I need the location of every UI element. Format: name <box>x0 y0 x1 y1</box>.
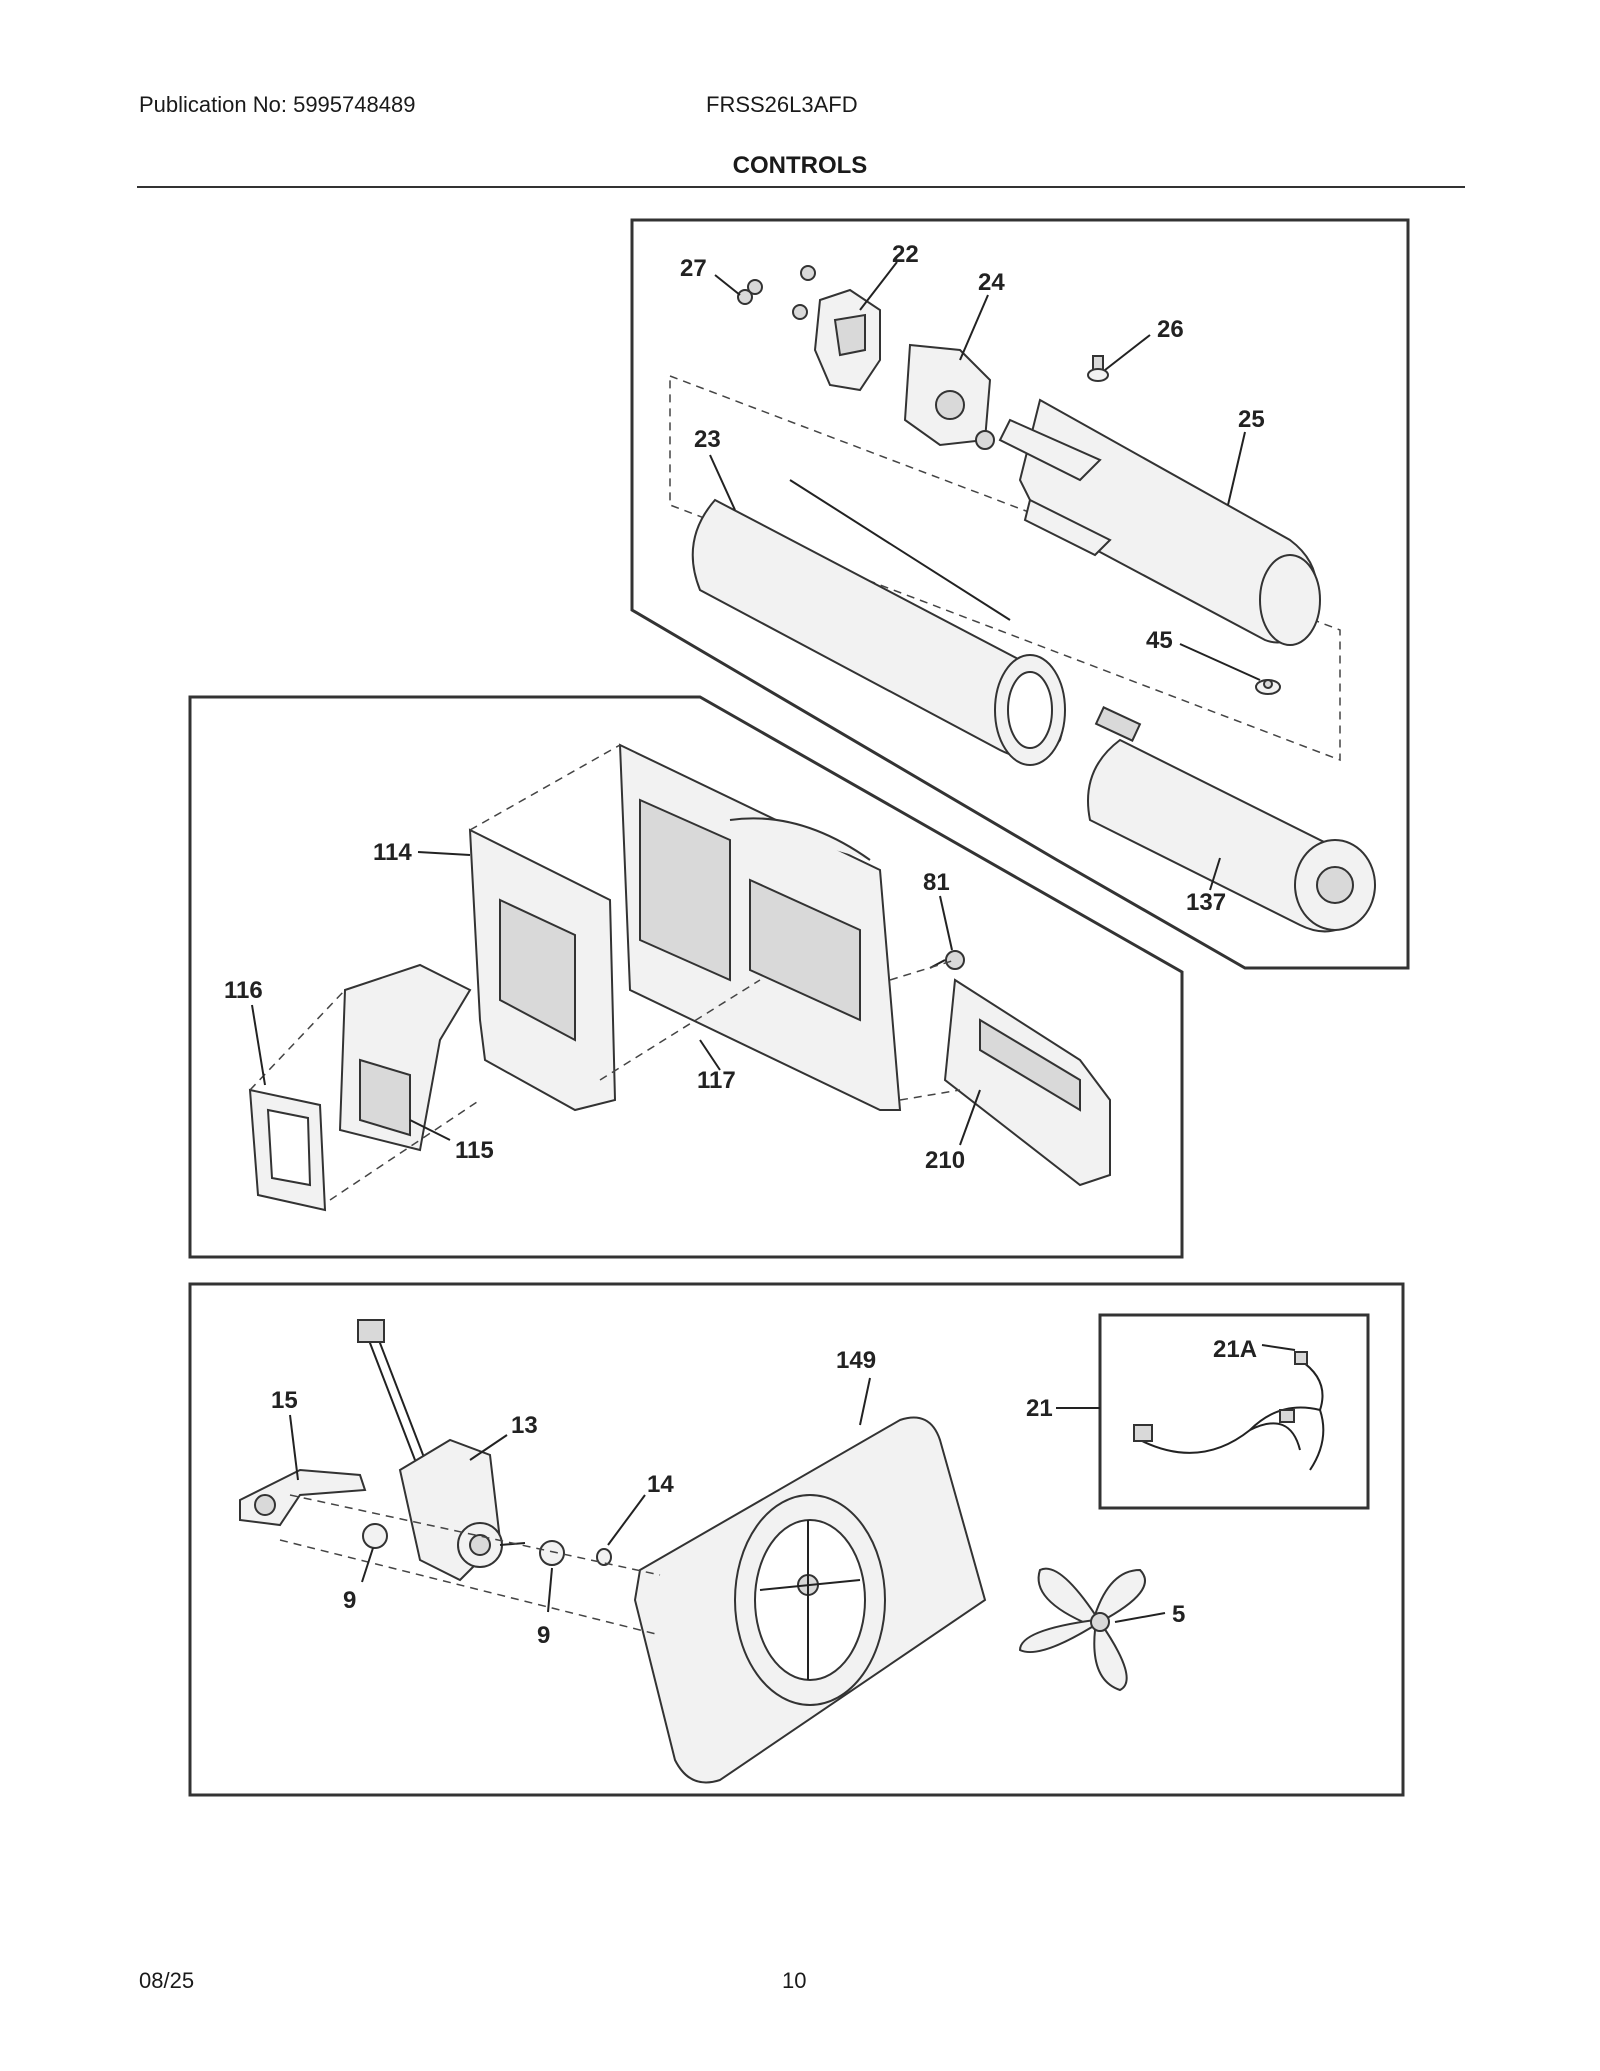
callout-27: 27 <box>680 255 707 282</box>
wire-harness-part <box>1133 1351 1325 1471</box>
callout-26: 26 <box>1157 316 1184 343</box>
panel-housing-guides <box>249 744 961 1201</box>
panel-fan-leaders <box>289 1344 1296 1623</box>
callout-24: 24 <box>978 269 1005 296</box>
filter-head-part <box>903 343 995 450</box>
callout-117: 117 <box>697 1067 736 1094</box>
panel-fan-guides <box>279 1494 661 1636</box>
bracket-part <box>813 288 881 392</box>
callout-15: 15 <box>271 1387 298 1414</box>
callout-137: 137 <box>1186 889 1226 916</box>
callout-45: 45 <box>1146 627 1173 654</box>
screws-part <box>737 265 816 320</box>
frame-part <box>468 828 617 1112</box>
filter-cover-part <box>998 398 1321 646</box>
panel-housing-frame <box>188 695 1184 1259</box>
callout-9-left: 9 <box>343 1587 356 1614</box>
mount-bracket-part <box>239 1468 367 1527</box>
water-filter-part <box>1087 706 1376 933</box>
gasket-part <box>248 1088 327 1212</box>
publication-number: Publication No: 5995748489 <box>139 92 416 117</box>
washer-part <box>1255 679 1281 695</box>
callout-21A: 21A <box>1213 1336 1257 1363</box>
drip-tray-part <box>943 978 1111 1187</box>
fan-blade-part <box>1018 1567 1146 1692</box>
filter-tube-part <box>691 479 1066 766</box>
footer-date: 08/25 <box>139 1968 195 1993</box>
panel-housing-leaders <box>251 851 981 1146</box>
screw-81-part <box>929 950 965 970</box>
fan-motor-part <box>357 1319 526 1582</box>
callout-23: 23 <box>694 426 721 453</box>
callout-9-right: 9 <box>537 1622 550 1649</box>
callout-25: 25 <box>1238 406 1265 433</box>
callout-22: 22 <box>892 241 919 268</box>
bushing-left-part <box>362 1523 388 1549</box>
header-rule <box>137 186 1465 188</box>
callout-14: 14 <box>647 1471 674 1498</box>
clip-ring-part <box>596 1548 612 1566</box>
callout-210: 210 <box>925 1147 965 1174</box>
bushing-right-part <box>539 1540 565 1566</box>
callout-81: 81 <box>923 869 950 896</box>
callout-115: 115 <box>455 1137 494 1164</box>
harness-inset-frame <box>1098 1313 1370 1510</box>
model-number: FRSS26L3AFD <box>706 92 858 117</box>
panel-filter-leaders <box>709 261 1261 891</box>
panel-filter-frame <box>630 218 1410 970</box>
callout-149: 149 <box>836 1347 876 1374</box>
callout-13: 13 <box>511 1412 538 1439</box>
footer-page-number: 10 <box>782 1968 807 1993</box>
callout-116: 116 <box>224 977 263 1004</box>
callout-21: 21 <box>1026 1395 1053 1422</box>
panel-fan-frame <box>188 1282 1405 1797</box>
fan-shroud-part <box>633 1416 987 1784</box>
clip-part <box>1087 355 1109 382</box>
page-title: CONTROLS <box>732 152 868 179</box>
dispenser-housing-part <box>618 743 902 1111</box>
callout-114: 114 <box>373 839 412 866</box>
actuator-part <box>338 963 472 1152</box>
callout-5: 5 <box>1172 1601 1185 1628</box>
